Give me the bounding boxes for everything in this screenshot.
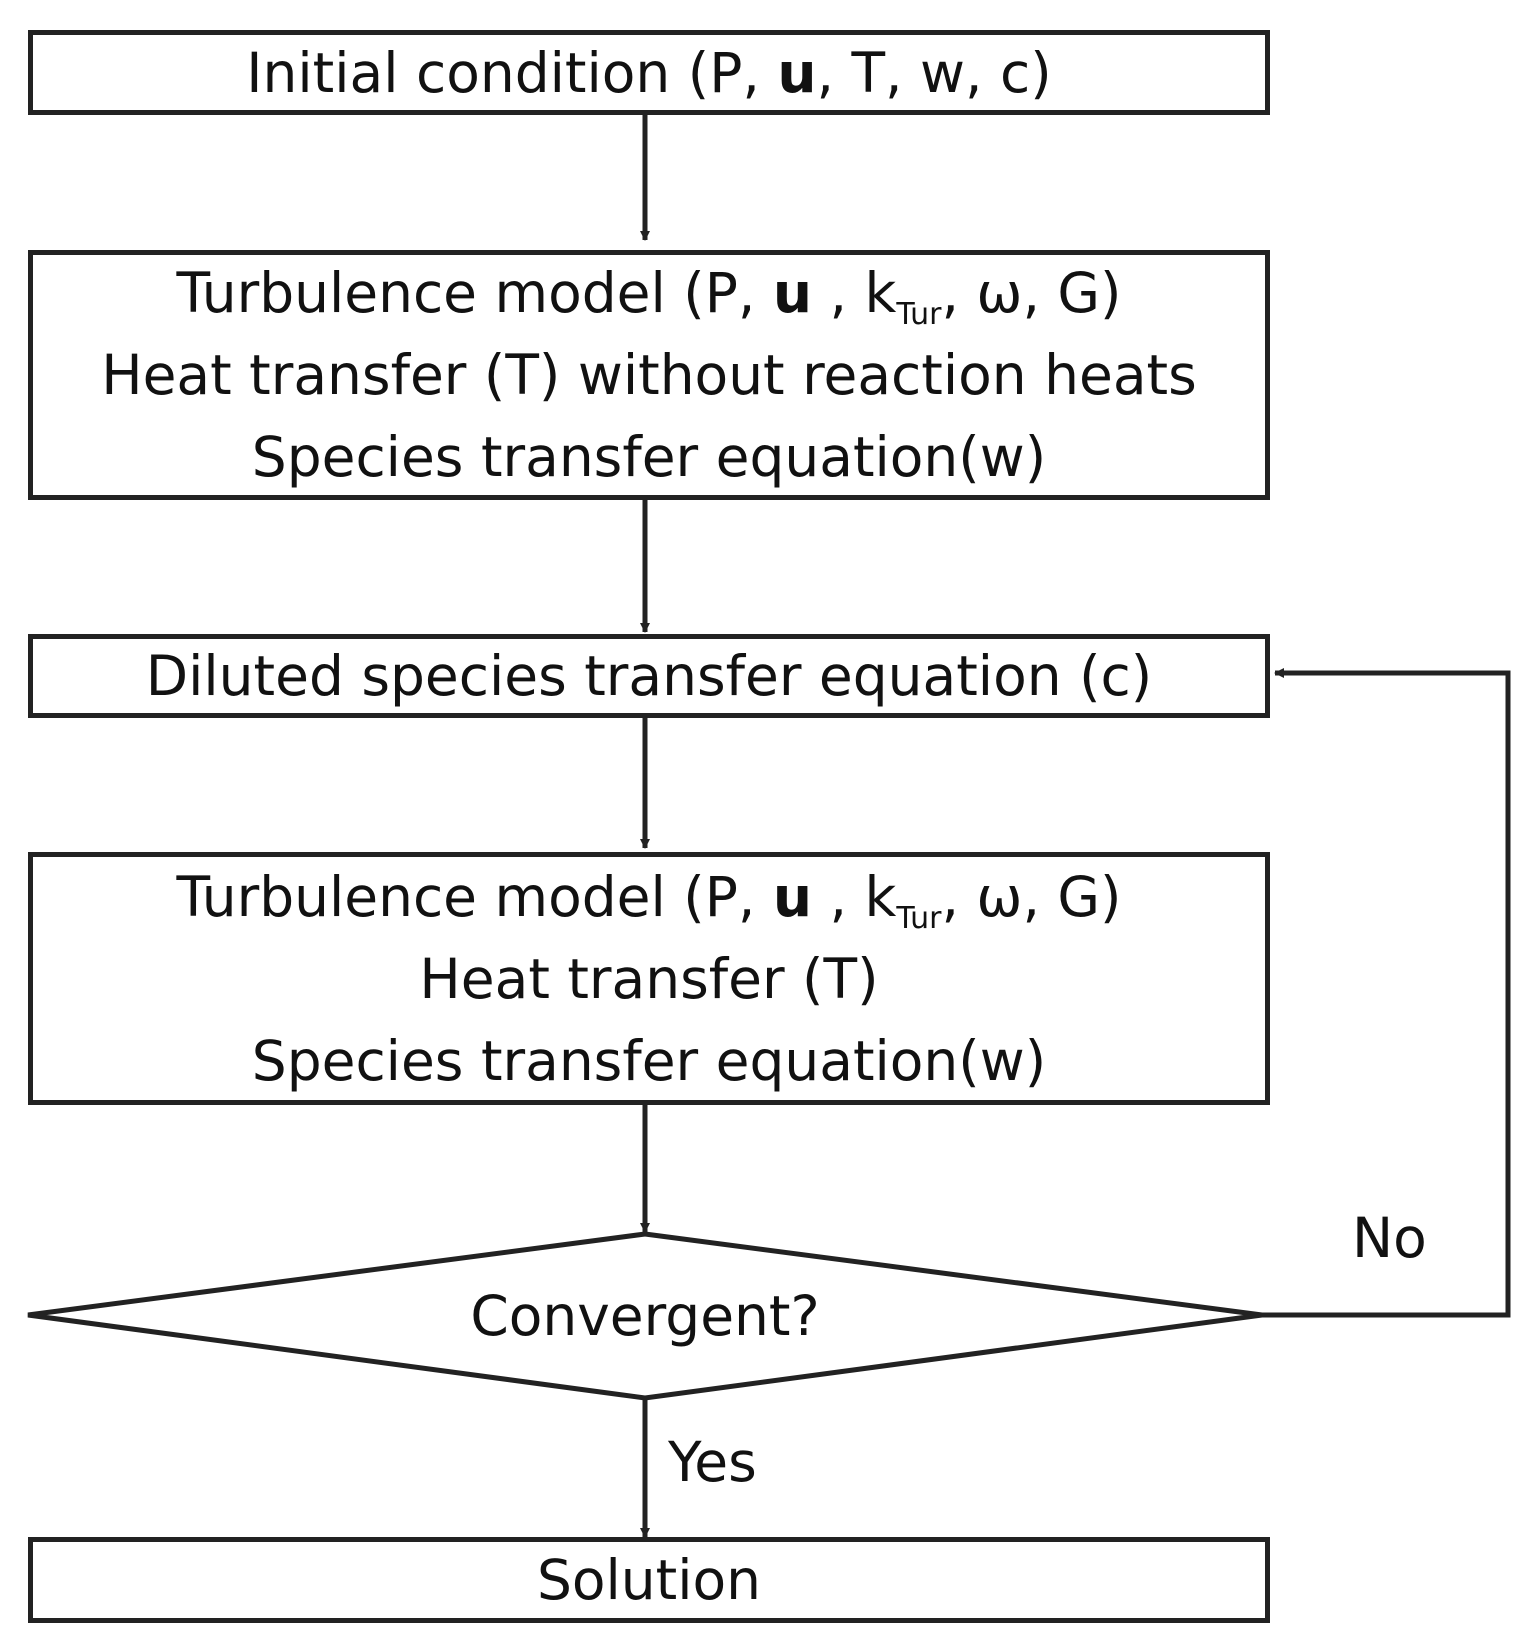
heat-transfer-line: Heat transfer (T)	[419, 946, 879, 1011]
solution-box: Solution	[28, 1537, 1270, 1623]
species-transfer-line: Species transfer equation(w)	[251, 425, 1047, 489]
diluted-species-label: Diluted species transfer equation (c)	[145, 644, 1153, 708]
decision-diamond	[27, 1231, 1263, 1401]
yes-label: Yes	[668, 1430, 757, 1494]
model-block-2: Turbulence model (P, u , kTur, ω, G) Hea…	[28, 852, 1270, 1105]
initial-condition-box: Initial condition (P, u, T, w, c)	[28, 30, 1270, 115]
turbulence-model-line: Turbulence model (P, u , kTur, ω, G)	[176, 864, 1122, 936]
solution-label: Solution	[536, 1548, 762, 1612]
arrow-no-loop	[1262, 668, 1511, 1318]
heat-transfer-line: Heat transfer (T) without reaction heats	[101, 343, 1197, 407]
initial-condition-label: Initial condition (P, u, T, w, c)	[246, 40, 1052, 105]
turbulence-model-line: Turbulence model (P, u , kTur, ω, G)	[176, 261, 1122, 332]
no-label: No	[1352, 1206, 1427, 1270]
decision-label: Convergent?	[470, 1284, 819, 1348]
species-transfer-line: Species transfer equation(w)	[251, 1028, 1047, 1093]
diluted-species-box: Diluted species transfer equation (c)	[28, 634, 1270, 718]
model-block-1: Turbulence model (P, u , kTur, ω, G) Hea…	[28, 250, 1270, 500]
